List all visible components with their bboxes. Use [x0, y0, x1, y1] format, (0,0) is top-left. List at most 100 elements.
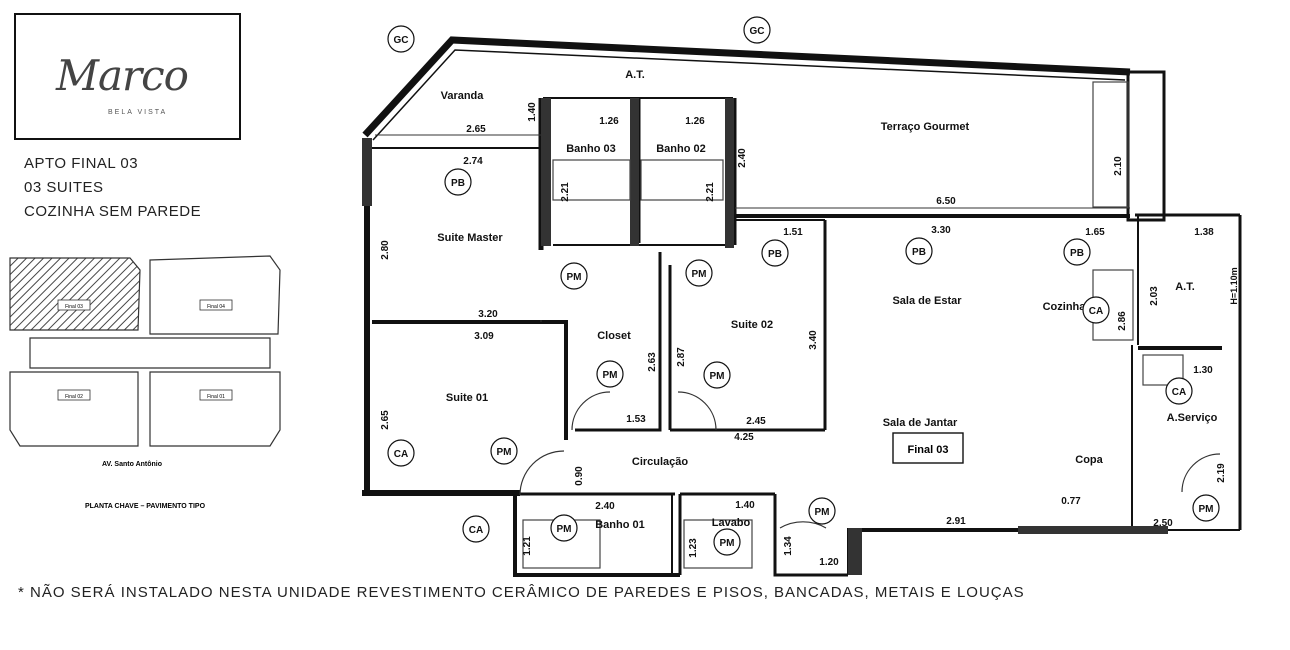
- dimension-label: 4.25: [734, 432, 754, 443]
- door-swings: [519, 391, 1221, 529]
- dimension-label: 2.45: [746, 416, 766, 427]
- dimension-label: 2.65: [466, 124, 486, 135]
- room-label-at-top: A.T.: [625, 69, 645, 81]
- dimension-label: 0.77: [1061, 496, 1081, 507]
- room-label-circulacao: Circulação: [632, 456, 689, 468]
- apartment-info-line: COZINHA SEM PAREDE: [24, 203, 202, 220]
- wall-blocks: [362, 98, 1168, 575]
- dimension-label: 1.30: [1193, 365, 1213, 376]
- room-label-banho02: Banho 02: [656, 143, 706, 155]
- dimension-label: 3.09: [474, 331, 494, 342]
- room-label-at-right: A.T.: [1175, 281, 1195, 293]
- dimension-label: 2.86: [1117, 311, 1128, 331]
- room-label-terraco: Terraço Gourmet: [881, 121, 970, 133]
- pm-symbol: PM: [497, 447, 512, 458]
- dimension-label: H=1.10m: [1229, 267, 1239, 304]
- key-plan-label: Final 04: [207, 304, 225, 310]
- dimension-label: 2.50: [1153, 518, 1173, 529]
- key-plan-label: Final 02: [65, 394, 83, 400]
- ca-symbol: CA: [1089, 306, 1103, 317]
- dimension-label: 1.40: [735, 500, 755, 511]
- pm-symbol: PM: [603, 370, 618, 381]
- pm-symbol: PM: [815, 507, 830, 518]
- dimension-label: 1.26: [599, 116, 619, 127]
- dimension-label: 2.40: [595, 501, 615, 512]
- dimension-label: 2.63: [647, 352, 658, 372]
- dimension-label: 1.53: [626, 414, 646, 425]
- key-plan-caption: PLANTA CHAVE – PAVIMENTO TIPO: [85, 503, 206, 510]
- dimension-label: 2.91: [946, 516, 966, 527]
- dimension-label: 2.21: [705, 182, 716, 202]
- room-label-banho01: Banho 01: [595, 519, 645, 531]
- key-plan-label: Final 01: [207, 394, 225, 400]
- dimension-label: 2.10: [1113, 156, 1124, 176]
- dimension-label: 1.40: [527, 102, 538, 122]
- key-plan-unit-04: [149, 255, 281, 335]
- pm-symbol: PM: [720, 538, 735, 549]
- dimension-label: 2.80: [380, 240, 391, 260]
- apartment-info-line: 03 SUITES: [24, 179, 104, 196]
- key-plan-core: [29, 337, 271, 369]
- room-label-lavabo: Lavabo: [712, 517, 751, 529]
- room-label-suite-master: Suite Master: [437, 232, 503, 244]
- pb-symbol: PB: [768, 249, 782, 260]
- unit-final-label: Final 03: [908, 444, 949, 456]
- dimension-label: 1.34: [783, 536, 794, 556]
- gc-symbol: GC: [394, 35, 409, 46]
- dimension-label: 2.87: [676, 347, 687, 367]
- key-plan-street: AV. Santo Antônio: [102, 461, 162, 468]
- room-label-suite01: Suite 01: [446, 392, 488, 404]
- dimension-label: 1.38: [1194, 227, 1214, 238]
- dimension-label: 0.90: [574, 466, 585, 486]
- dimension-label: 2.03: [1149, 286, 1160, 306]
- dimension-label: 1.23: [688, 538, 699, 558]
- pm-symbol: PM: [710, 371, 725, 382]
- ca-symbol: CA: [469, 525, 483, 536]
- dimension-label: 1.20: [819, 557, 839, 568]
- room-label-banho03: Banho 03: [566, 143, 616, 155]
- pb-symbol: PB: [912, 247, 926, 258]
- apartment-info-line: APTO FINAL 03: [24, 155, 139, 172]
- dimension-label: 2.65: [380, 410, 391, 430]
- unit-final-box: [892, 432, 964, 464]
- footnote: * NÃO SERÁ INSTALADO NESTA UNIDADE REVES…: [18, 584, 1025, 601]
- dimension-label: 3.30: [931, 225, 951, 236]
- dimension-label: 6.50: [936, 196, 956, 207]
- dimension-label: 1.21: [522, 536, 533, 556]
- dimension-lines: [375, 134, 1130, 322]
- pm-symbol: PM: [1199, 504, 1214, 515]
- logo-subtitle: BELA VISTA: [108, 109, 168, 116]
- dimension-label: 2.40: [737, 148, 748, 168]
- room-label-sala-estar: Sala de Estar: [892, 295, 962, 307]
- dimension-label: 1.26: [685, 116, 705, 127]
- room-label-sala-jantar: Sala de Jantar: [883, 417, 958, 429]
- key-plan: Final 03 Final 04 Final 02 Final 01 AV. …: [9, 255, 281, 510]
- key-plan-unit-02: [9, 371, 139, 447]
- apartment-info: APTO FINAL 03 03 SUITES COZINHA SEM PARE…: [24, 152, 201, 224]
- key-plan-unit-03: [9, 257, 141, 331]
- room-label-a-servico: A.Serviço: [1167, 412, 1218, 424]
- room-label-closet: Closet: [597, 330, 631, 342]
- dimension-label: 1.51: [783, 227, 803, 238]
- dimension-label: 3.20: [478, 309, 498, 320]
- room-label-cozinha: Cozinha: [1043, 301, 1087, 313]
- ca-symbol: CA: [1172, 387, 1186, 398]
- room-label-copa: Copa: [1075, 454, 1103, 466]
- ca-symbol: CA: [394, 449, 408, 460]
- room-label-varanda: Varanda: [441, 90, 485, 102]
- logo-script: Marco: [56, 51, 189, 100]
- pb-symbol: PB: [1070, 248, 1084, 259]
- dimension-label: 1.65: [1085, 227, 1105, 238]
- key-plan-label: Final 03: [65, 304, 83, 310]
- pm-symbol: PM: [567, 272, 582, 283]
- dimension-label: 2.74: [463, 156, 483, 167]
- key-plan-unit-01: [149, 371, 281, 447]
- brand-logo: Marco BELA VISTA: [14, 13, 241, 140]
- dimension-label: 2.21: [560, 182, 571, 202]
- pm-symbol: PM: [692, 269, 707, 280]
- room-label-suite02: Suite 02: [731, 319, 773, 331]
- pb-symbol: PB: [451, 178, 465, 189]
- gc-symbol: GC: [750, 26, 765, 37]
- symbol-markers: [387, 16, 1220, 556]
